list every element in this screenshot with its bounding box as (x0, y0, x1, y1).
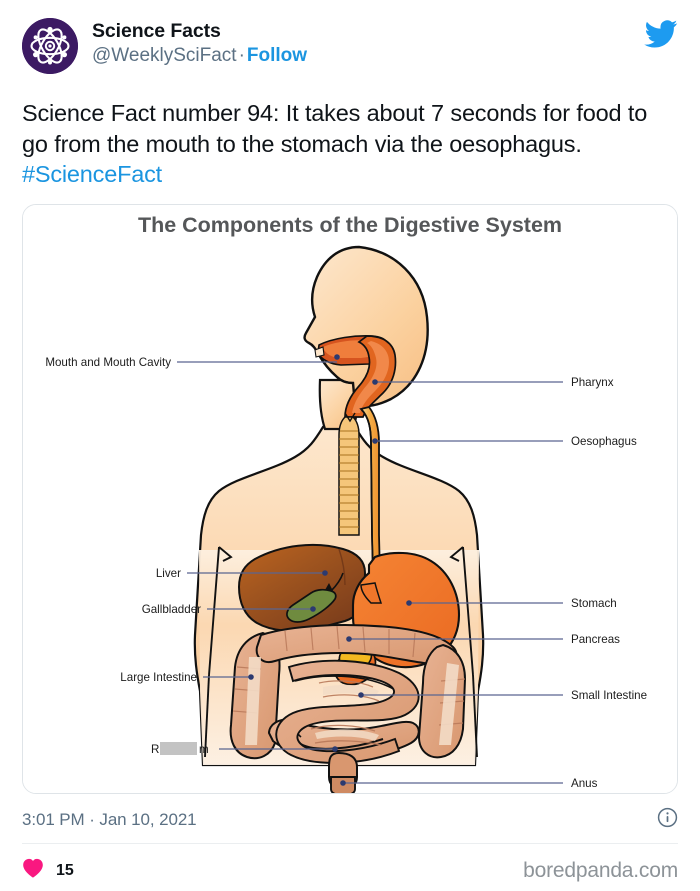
pharynx-inner (352, 340, 389, 413)
left-hip-outline (204, 674, 210, 757)
right-body-outline (449, 545, 474, 675)
info-circle-icon[interactable] (657, 807, 678, 833)
colon-lumen (245, 656, 459, 745)
label-rectum-suffix: m (199, 743, 209, 756)
heart-icon (22, 858, 44, 883)
tweet-media-image[interactable]: The Components of the Digestive System (22, 203, 678, 794)
meta-divider (22, 842, 678, 844)
label-large-intestine: Large Intestine (120, 671, 197, 684)
label-small-intestine: Small Intestine (571, 689, 647, 702)
jawline (318, 354, 354, 384)
digestive-system-diagram: The Components of the Digestive System (23, 204, 677, 793)
label-liver: Liver (156, 567, 181, 580)
like-count: 15 (56, 861, 74, 879)
label-pancreas: Pancreas (571, 633, 620, 646)
hashtag-link[interactable]: #ScienceFact (22, 161, 162, 187)
account-identity: Science Facts @WeeklySciFact·Follow (92, 18, 644, 68)
teeth (314, 345, 325, 358)
follow-button[interactable]: Follow (246, 45, 308, 66)
handle-separator: · (238, 45, 245, 66)
trachea (338, 415, 360, 536)
label-stomach: Stomach (571, 597, 617, 610)
bile-duct (330, 572, 344, 592)
label-anus: Anus (571, 777, 598, 790)
display-name: Science Facts (92, 20, 221, 42)
tweet-header: Science Facts @WeeklySciFact·Follow (22, 18, 678, 82)
tweet-timestamp: 3:01 PM · Jan 10, 2021 (22, 809, 197, 829)
liver-fissure (338, 548, 346, 585)
trachea-rings (339, 429, 359, 528)
tweet-text: Science Fact number 94: It takes about 7… (22, 98, 678, 190)
atom-icon (22, 18, 78, 74)
label-rectum-prefix: R (151, 743, 159, 756)
label-oesophagus: Oesophagus (571, 435, 637, 448)
left-body-outline (208, 545, 233, 675)
engagement-row: 15 boredpanda.com (22, 857, 678, 885)
source-watermark: boredpanda.com (523, 858, 678, 882)
oesophagus-edge (360, 407, 376, 603)
bile-duct-tip (325, 582, 333, 591)
diagram-labels-left: Mouth and Mouth Cavity Liver Gallbladder… (45, 356, 208, 756)
censor-box (160, 741, 197, 755)
handle-row: @WeeklySciFact·Follow (92, 43, 644, 68)
label-gallbladder: Gallbladder (142, 603, 201, 616)
gallbladder (286, 588, 337, 623)
like-button[interactable]: 15 (22, 858, 74, 883)
tweet-meta-row: 3:01 PM · Jan 10, 2021 (22, 807, 678, 833)
account-handle: @WeeklySciFact (92, 45, 237, 66)
epiglottis (344, 412, 356, 422)
tweet-text-body: Science Fact number 94: It takes about 7… (22, 100, 648, 157)
small-intestine (275, 659, 420, 764)
label-pharynx: Pharynx (571, 376, 614, 389)
right-hip-outline (472, 674, 478, 757)
stomach-cardia (360, 581, 383, 604)
twitter-bird-icon[interactable] (644, 20, 678, 53)
diagram-title: The Components of the Digestive System (138, 213, 562, 237)
leader-lines (177, 353, 563, 786)
avatar[interactable] (22, 18, 78, 74)
diagram-labels-right: Pharynx Oesophagus Stomach Pancreas Smal… (571, 376, 647, 790)
label-mouth-and-mouth-cavity: Mouth and Mouth Cavity (45, 356, 171, 369)
